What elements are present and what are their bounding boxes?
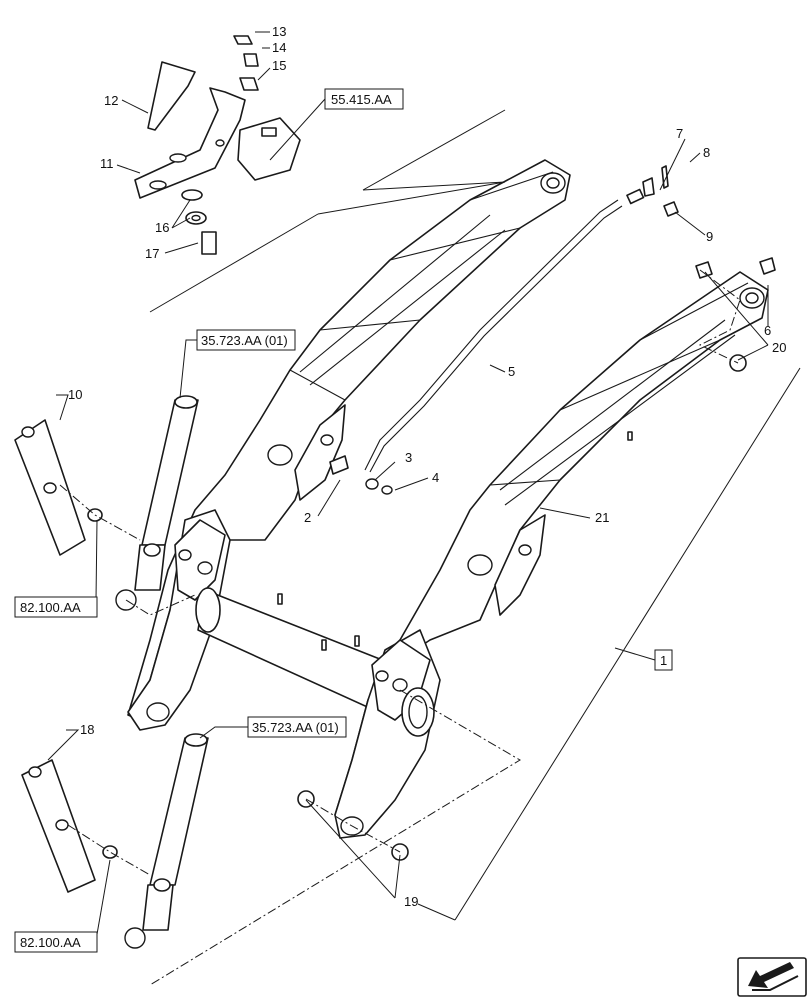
callout-19: 19	[404, 894, 418, 909]
callout-14: 14	[272, 40, 286, 55]
assembly-lines	[59, 269, 741, 986]
callout-20: 20	[772, 340, 786, 355]
ref-35723-bottom-label: 35.723.AA (01)	[252, 720, 339, 735]
cross-tube	[195, 587, 396, 716]
callout-8: 8	[703, 145, 710, 160]
lower-mounting-plate	[21, 759, 118, 893]
callout-12: 12	[104, 93, 118, 108]
ref-assembly-1-label: 1	[660, 653, 667, 668]
callout-7: 7	[676, 126, 683, 141]
ref-55415[interactable]: 55.415.AA	[324, 88, 404, 110]
ref-82100-bottom-label: 82.100.AA	[20, 935, 81, 950]
upper-mounting-plate	[14, 419, 103, 556]
callout-17: 17	[145, 246, 159, 261]
callout-21: 21	[595, 510, 609, 525]
previous-page-arrow-icon[interactable]	[737, 957, 807, 997]
callout-4: 4	[432, 470, 439, 485]
callout-13: 13	[272, 24, 286, 39]
ref-35723-top-label: 35.723.AA (01)	[201, 333, 288, 348]
callout-15: 15	[272, 58, 286, 73]
callouts: 13 14 15 12 11 16 17 7 8 9 6 20 5 3 4 2 …	[68, 24, 786, 909]
ref-assembly-1[interactable]: 1	[654, 649, 673, 671]
callout-16: 16	[155, 220, 169, 235]
ref-82100-top[interactable]: 82.100.AA	[14, 596, 98, 618]
screw-parts	[233, 35, 259, 91]
callout-11: 11	[100, 156, 114, 171]
callout-18: 18	[80, 722, 94, 737]
ref-35723-bottom[interactable]: 35.723.AA (01)	[247, 716, 347, 738]
upper-cylinder	[115, 395, 199, 611]
bolt-washer-parts	[329, 455, 393, 495]
callout-2: 2	[304, 510, 311, 525]
callout-6: 6	[764, 323, 771, 338]
right-lower-leg	[334, 629, 441, 839]
callout-leaders	[47, 31, 769, 941]
ref-35723-top[interactable]: 35.723.AA (01)	[196, 329, 296, 351]
bracket-assembly	[134, 61, 301, 255]
lower-cylinder	[124, 733, 209, 949]
callout-3: 3	[405, 450, 412, 465]
hydraulic-tube	[364, 177, 655, 473]
ref-82100-bottom[interactable]: 82.100.AA	[14, 931, 98, 953]
leader-lines	[149, 109, 801, 921]
left-lower-leg	[127, 509, 231, 731]
ref-55415-label: 55.415.AA	[331, 92, 392, 107]
ref-82100-top-label: 82.100.AA	[20, 600, 81, 615]
callout-9: 9	[706, 229, 713, 244]
callout-5: 5	[508, 364, 515, 379]
callout-10: 10	[68, 387, 82, 402]
